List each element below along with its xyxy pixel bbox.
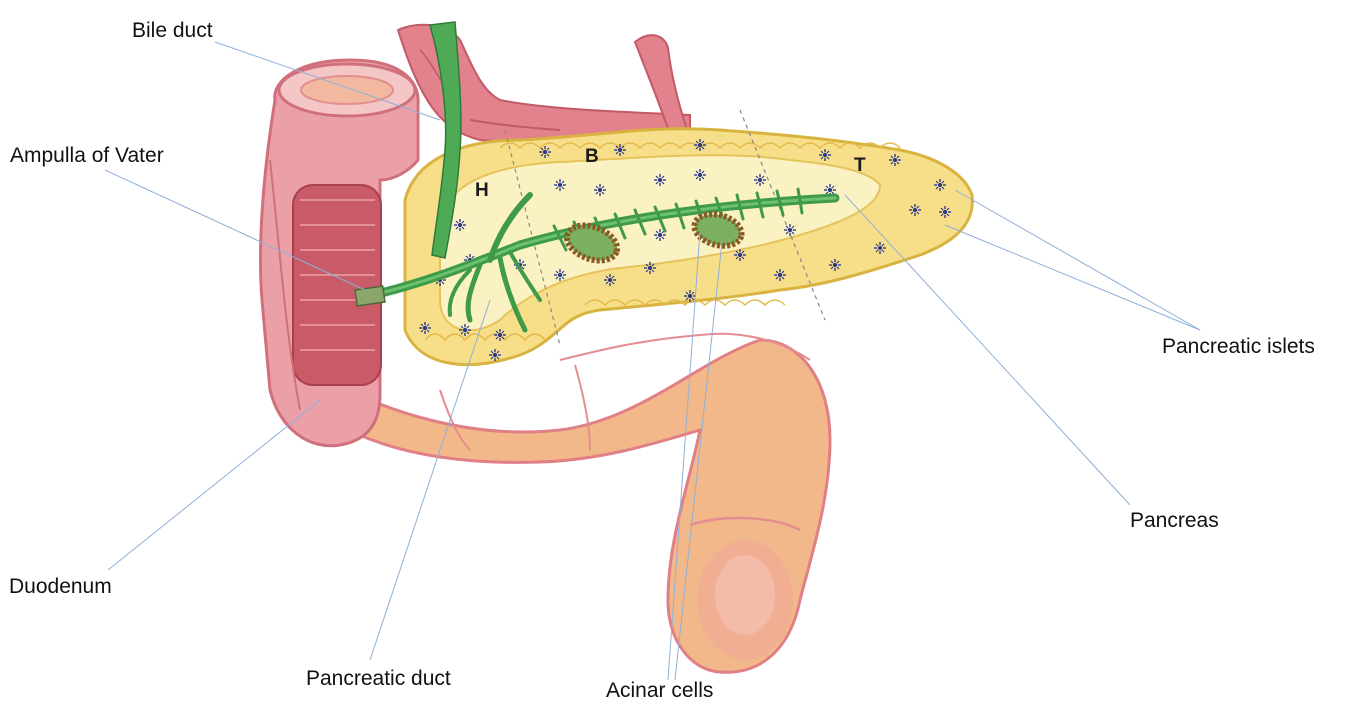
pancreas-body bbox=[405, 110, 972, 365]
label-pancreas: Pancreas bbox=[1130, 510, 1219, 531]
region-body: B bbox=[585, 147, 599, 166]
label-ampulla-of-vater: Ampulla of Vater bbox=[10, 145, 164, 166]
jejunum bbox=[330, 334, 830, 673]
label-acinar-cells: Acinar cells bbox=[606, 680, 713, 701]
label-pancreatic-islets: Pancreatic islets bbox=[1162, 336, 1315, 357]
leader-islets-2 bbox=[945, 225, 1200, 330]
region-head: H bbox=[475, 181, 489, 200]
label-bile-duct: Bile duct bbox=[132, 20, 213, 41]
leader-duodenum bbox=[108, 400, 320, 570]
leader-islets-1 bbox=[955, 190, 1200, 330]
leader-pancreas bbox=[845, 195, 1130, 505]
label-pancreatic-duct: Pancreatic duct bbox=[306, 668, 451, 689]
region-tail: T bbox=[854, 156, 866, 175]
ampulla-of-vater bbox=[355, 286, 385, 306]
label-duodenum: Duodenum bbox=[9, 576, 112, 597]
